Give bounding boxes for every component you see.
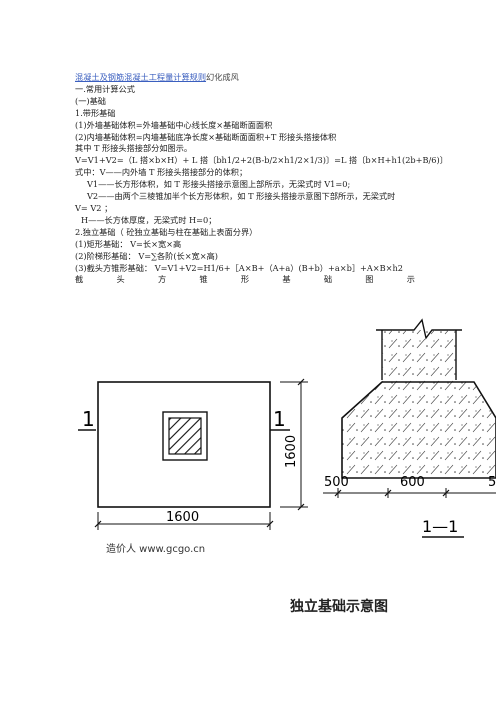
spread-char: 础 <box>323 274 333 285</box>
plan-view-drawing: 1 1 1600 1600 <box>78 378 308 530</box>
title-author: 幻化成风 <box>206 72 239 82</box>
spread-char: 方 <box>157 274 167 285</box>
spread-caption: 截 头 方 锥 形 基 础 图 示 <box>75 274 415 286</box>
dim-height: 1600 <box>284 435 299 468</box>
dim-width: 1600 <box>166 510 199 525</box>
item-heading: 1.带形基础 <box>75 107 116 118</box>
text-line: 其中 T 形接头搭接部分如图示。 <box>75 143 193 154</box>
text-line: V1——长方形体积，如 T 形接头搭接示意图上部所示，无梁式时 V1=0; <box>87 179 351 190</box>
text-line: 式中：V——内外墙 T 形接头搭接部分的体积； <box>75 167 248 178</box>
spread-char: 截 <box>75 274 84 285</box>
column-outer <box>162 411 208 461</box>
document-body: 混凝土及钢筋混凝土工程量计算规则幻化成风 一.常用计算公式 (一)基础 1.带形… <box>75 72 455 286</box>
text-line: H——长方体厚度，无梁式时 H=0； <box>81 214 217 225</box>
spread-char: 图 <box>365 274 374 285</box>
spread-char: 基 <box>282 274 291 285</box>
section-mark-left: 1 <box>82 407 95 431</box>
section-mark-right: 1 <box>273 407 286 431</box>
text-line: V= V2 ； <box>75 202 113 213</box>
text-line: (1)外墙基础体积=外墙基础中心线长度×基础断面面积 <box>75 119 273 130</box>
spread-char: 锥 <box>199 274 208 285</box>
formula-line: (3)截头方锥形基础： V=V1+V2=H1/6+［A×B+（A+a）(B+b）… <box>75 262 404 273</box>
section-heading: 一.常用计算公式 <box>75 83 135 94</box>
item-heading: 2.独立基础（ 砼独立基础与柱在基础上表面分界） <box>75 226 258 237</box>
text-line: V2——由两个三棱锥加半个长方形体积，如 T 形接头搭接示意图下部所示，无梁式时 <box>87 191 396 202</box>
text-line: (2)内墙基础体积=内墙基础底净长度×基础断面面积+T 形接头搭接体积 <box>75 131 337 142</box>
dim-5: 5 <box>488 475 496 490</box>
doc-title: 混凝土及钢筋混凝土工程量计算规则幻化成风 <box>75 72 455 84</box>
section-name: 1—1 <box>422 517 458 536</box>
text-line: (1)矩形基础： V=长×宽×高 <box>75 238 182 249</box>
spread-char: 头 <box>116 274 125 285</box>
dim-600: 600 <box>400 475 425 490</box>
subsection-heading: (一)基础 <box>75 95 106 106</box>
frustum-body <box>341 381 496 479</box>
column-hatch <box>168 417 202 455</box>
title-link[interactable]: 混凝土及钢筋混凝土工程量计算规则 <box>75 72 207 82</box>
formula-line: V=V1+V2=（L 搭×b×H）+ L 搭〔bh1/2+2(B-b/2×h1/… <box>75 155 448 166</box>
spread-char: 示 <box>406 274 415 285</box>
base-outline <box>97 381 271 508</box>
dim-500: 500 <box>324 475 349 490</box>
text-line: (2)阶梯形基础： V=∑各阶(长×宽×高) <box>75 250 218 261</box>
figure-caption: 独立基础示意图 <box>290 599 388 615</box>
section-view-drawing: 500 600 5 1—1 <box>323 318 496 538</box>
spread-char: 形 <box>240 274 250 285</box>
watermark: 造价人 www.gcgo.cn <box>106 544 206 555</box>
